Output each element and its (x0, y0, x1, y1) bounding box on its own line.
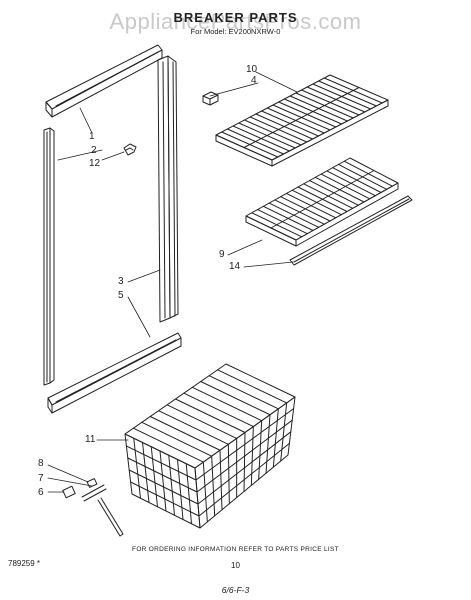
page-number: 10 (231, 561, 240, 570)
basket-wire (141, 421, 213, 457)
basket-wire (217, 369, 288, 404)
basket-wire (150, 446, 158, 508)
basket-wire (130, 481, 200, 517)
basket-wire (243, 432, 246, 492)
callout-5: 5 (118, 290, 124, 301)
basket-wire (211, 455, 216, 517)
basket-wire (191, 386, 263, 422)
basket-wire (200, 381, 271, 416)
bottom-breaker-strip (47, 332, 182, 414)
basket-wire (202, 461, 208, 523)
basket-wire (158, 410, 229, 445)
basket-wire (208, 375, 279, 410)
basket-wire (196, 419, 293, 493)
diagram-title: BREAKER PARTS (173, 10, 298, 25)
basket-wire (128, 469, 199, 505)
wire-basket (124, 363, 296, 529)
callout-4: 4 (251, 75, 257, 86)
basket-wire (265, 414, 271, 474)
callout-11: 11 (85, 434, 96, 445)
top-breaker-strip (45, 44, 163, 118)
right-breaker-strip (157, 55, 179, 323)
document-number: 789259 * (8, 559, 41, 568)
basket-wire (142, 442, 150, 503)
basket-wire (166, 404, 238, 439)
left-breaker-strip (43, 127, 55, 386)
callout-1: 1 (89, 131, 95, 142)
basket-wire (198, 442, 290, 517)
lower-wire-shelf (245, 157, 399, 247)
shelf-wire (270, 170, 375, 229)
basket-wire (133, 437, 141, 499)
callout-6: 6 (38, 487, 44, 498)
basket-wire (177, 459, 184, 520)
basket-wire (197, 431, 292, 505)
roller-axle-assembly (62, 478, 124, 537)
basket-wire (280, 402, 288, 462)
callout-14: 14 (229, 261, 241, 272)
basket-wire (219, 449, 223, 511)
basket-wire (185, 463, 192, 525)
model-line: For Model: EV200NXRW-0 (190, 27, 281, 36)
basket-wire (149, 416, 221, 451)
watermark-text: AppliancePartsPros.com (109, 9, 362, 34)
callout-8: 8 (38, 458, 44, 469)
basket-wire (168, 454, 175, 516)
basket-wire (195, 408, 295, 481)
basket-wire (272, 408, 279, 468)
callout-12: 12 (89, 158, 101, 169)
leader-lines (47, 71, 298, 493)
basket-wire (125, 445, 197, 481)
callout-10: 10 (246, 64, 258, 75)
basket-wire (183, 392, 254, 428)
upper-wire-shelf (215, 74, 389, 167)
shelf-support (202, 91, 219, 106)
basket-wire (250, 426, 254, 486)
clip-part (123, 143, 137, 156)
basket-wire (159, 450, 167, 512)
shelf-wire (243, 87, 360, 148)
basket-wire (227, 443, 230, 505)
handwritten-note: 6/6-F-3 (221, 585, 250, 595)
basket-wire (258, 420, 263, 480)
basket-wire (175, 398, 246, 433)
callout-2: 2 (91, 145, 97, 156)
basket-wire (127, 457, 198, 493)
basket-wire (132, 427, 204, 463)
ordering-note: FOR ORDERING INFORMATION REFER TO PARTS … (132, 546, 339, 553)
callout-9: 9 (219, 249, 225, 260)
shelf-trim-strip (289, 195, 413, 266)
callout-3: 3 (118, 276, 124, 287)
callout-7: 7 (38, 473, 44, 484)
